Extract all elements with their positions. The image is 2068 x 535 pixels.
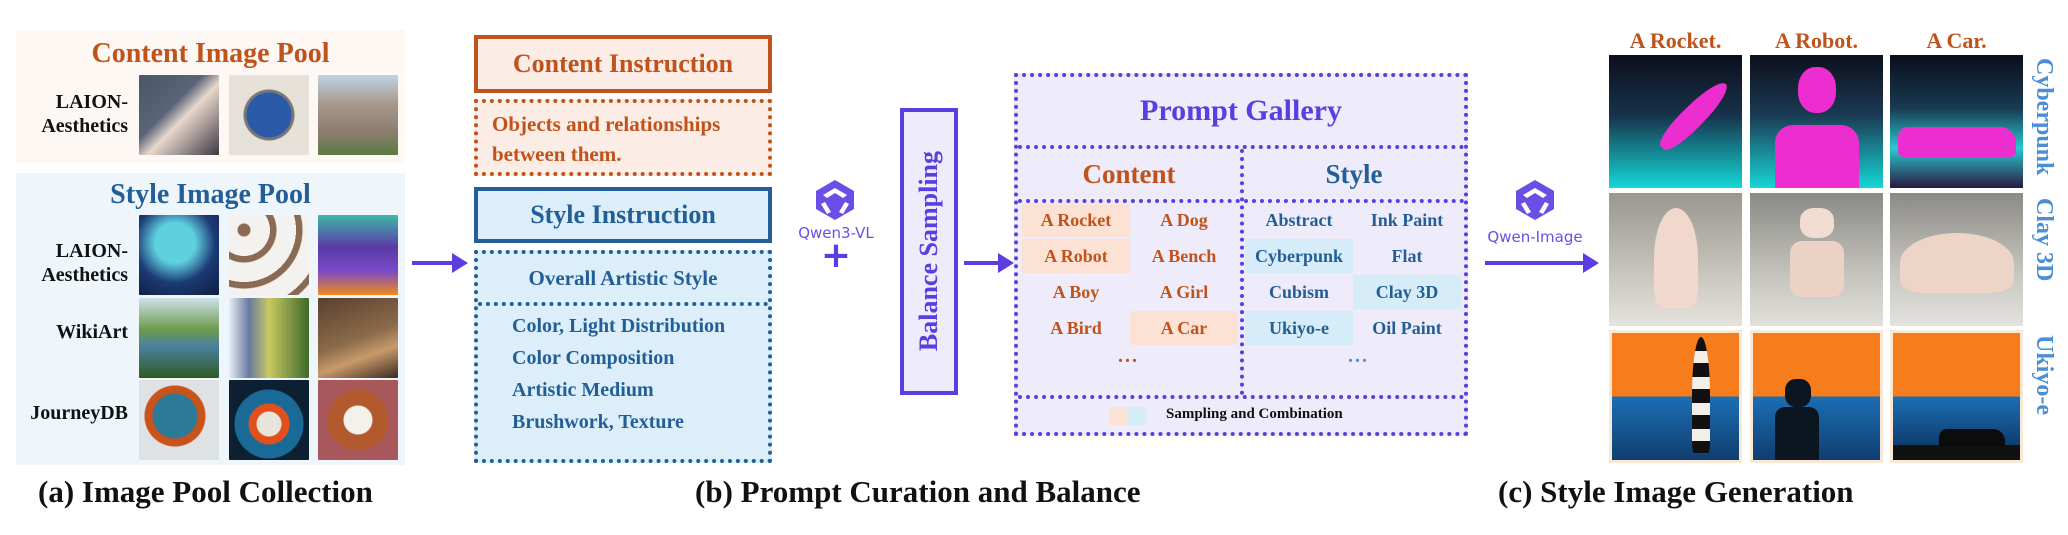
column-label-robot: A Robot. bbox=[1774, 28, 1859, 53]
content-image-pool: Content Image Pool LAION- Aesthetics bbox=[16, 30, 405, 163]
style-image-anime bbox=[139, 215, 219, 295]
style-item: Flat bbox=[1391, 245, 1423, 266]
content-swatch bbox=[1110, 407, 1128, 425]
style-item: Cubism bbox=[1268, 281, 1330, 302]
arrow-to-generation bbox=[1485, 253, 1599, 273]
row-label-cyberpunk: Cyberpunk bbox=[2031, 58, 2057, 176]
content-column-header: Content bbox=[1018, 149, 1240, 203]
arrow-to-gallery bbox=[964, 253, 1014, 273]
prompt-gallery-title: Prompt Gallery bbox=[1018, 77, 1464, 149]
style-instruction-title: Style Instruction bbox=[530, 200, 716, 229]
style-image-puppy bbox=[318, 380, 398, 460]
content-image-portrait bbox=[139, 75, 219, 155]
generated-ukiyoe-rocket bbox=[1609, 330, 1742, 463]
style-instruction-box: Style Instruction bbox=[474, 187, 772, 243]
style-ellipsis: ... bbox=[1348, 345, 1369, 367]
vlm-name: Qwen3-VL bbox=[798, 224, 874, 242]
style-item: Abstract bbox=[1265, 209, 1333, 230]
overall-artistic-style: Overall Artistic Style bbox=[478, 254, 768, 306]
style-image-dinosaur bbox=[139, 380, 219, 460]
caption-a: (a) Image Pool Collection bbox=[38, 474, 373, 509]
style-attribute: Color Composition bbox=[512, 347, 675, 369]
style-item: Ink Paint bbox=[1370, 209, 1444, 230]
source-label-laion: LAION- Aesthetics bbox=[41, 91, 128, 137]
style-attribute-list: Color, Light Distribution Color Composit… bbox=[478, 306, 768, 438]
content-item: A Bird bbox=[1050, 317, 1102, 338]
content-instruction-description: Objects and relationships between them. bbox=[492, 112, 721, 166]
content-item: A Rocket bbox=[1022, 203, 1130, 237]
source-label-wikiart: WikiArt bbox=[56, 321, 128, 343]
prompt-gallery: Prompt Gallery Content Style A Rocket A D… bbox=[1014, 73, 1468, 436]
style-image-landscape bbox=[139, 298, 219, 378]
caption-b: (b) Prompt Curation and Balance bbox=[695, 474, 1141, 509]
source-label-laion: LAION- Aesthetics bbox=[41, 240, 128, 286]
qwen-logo-icon bbox=[810, 178, 860, 222]
style-image-astronaut bbox=[318, 215, 398, 295]
style-image-cartoon-faces bbox=[229, 215, 309, 295]
style-item: Clay 3D bbox=[1353, 275, 1461, 309]
generator-name: Qwen-Image bbox=[1487, 228, 1583, 246]
generated-clay-robot bbox=[1750, 193, 1883, 326]
content-instruction-title: Content Instruction bbox=[512, 49, 734, 78]
style-item: Oil Paint bbox=[1372, 317, 1442, 338]
content-instruction-box: Content Instruction bbox=[474, 35, 772, 93]
column-divider bbox=[1240, 149, 1244, 395]
content-image-watch bbox=[229, 75, 309, 155]
style-pool-title: Style Image Pool bbox=[110, 179, 311, 210]
content-item: A Robot bbox=[1022, 239, 1130, 273]
caption-c: (c) Style Image Generation bbox=[1498, 474, 1854, 509]
generated-ukiyoe-car bbox=[1890, 330, 2023, 463]
content-item: A Boy bbox=[1052, 281, 1100, 302]
generated-cyberpunk-robot bbox=[1750, 55, 1883, 188]
balance-sampling-label: Balance Sampling bbox=[914, 151, 943, 352]
generated-clay-rocket bbox=[1609, 193, 1742, 326]
content-pool-title: Content Image Pool bbox=[91, 38, 330, 69]
sampling-combination-label: Sampling and Combination bbox=[1166, 406, 1343, 422]
style-attribute: Artistic Medium bbox=[512, 379, 654, 401]
content-item: A Bench bbox=[1151, 245, 1217, 266]
row-label-ukiyo-e: Ukiyo-e bbox=[2031, 335, 2057, 415]
content-image-house bbox=[318, 75, 398, 155]
content-item: A Car bbox=[1130, 311, 1238, 345]
generated-cyberpunk-rocket bbox=[1609, 55, 1742, 188]
arrow-a-to-b bbox=[412, 253, 468, 273]
generated-ukiyoe-robot bbox=[1750, 330, 1883, 463]
content-item: A Dog bbox=[1160, 209, 1208, 230]
style-image-seated-man bbox=[318, 298, 398, 378]
style-attribute: Brushwork, Texture bbox=[512, 411, 684, 433]
qwen-logo-icon bbox=[1510, 178, 1560, 222]
row-label-clay-3d: Clay 3D bbox=[2031, 198, 2057, 282]
style-attribute: Color, Light Distribution bbox=[512, 315, 726, 337]
style-column-header: Style bbox=[1244, 149, 1464, 203]
generated-cyberpunk-car bbox=[1890, 55, 2023, 188]
style-item: Ukiyo-e bbox=[1245, 311, 1353, 345]
content-ellipsis: ... bbox=[1118, 345, 1139, 367]
style-instruction-detail: Overall Artistic Style Color, Light Dist… bbox=[474, 250, 772, 463]
column-label-car: A Car. bbox=[1926, 28, 1987, 53]
plus-icon: + bbox=[820, 235, 852, 276]
style-item: Cyberpunk bbox=[1245, 239, 1353, 273]
balance-sampling-box: Balance Sampling bbox=[900, 108, 958, 395]
style-image-window-house bbox=[229, 298, 309, 378]
style-image-pool: Style Image Pool LAION- Aesthetics WikiA… bbox=[16, 173, 405, 465]
style-image-boat bbox=[229, 380, 309, 460]
content-item: A Girl bbox=[1159, 281, 1209, 302]
source-label-journeydb: JourneyDB bbox=[30, 402, 128, 424]
style-swatch bbox=[1128, 407, 1146, 425]
column-label-rocket: A Rocket. bbox=[1629, 28, 1722, 53]
content-instruction-detail: Objects and relationships between them. bbox=[474, 99, 772, 176]
generated-clay-car bbox=[1890, 193, 2023, 326]
sampling-footer: Sampling and Combination bbox=[1018, 395, 1464, 436]
